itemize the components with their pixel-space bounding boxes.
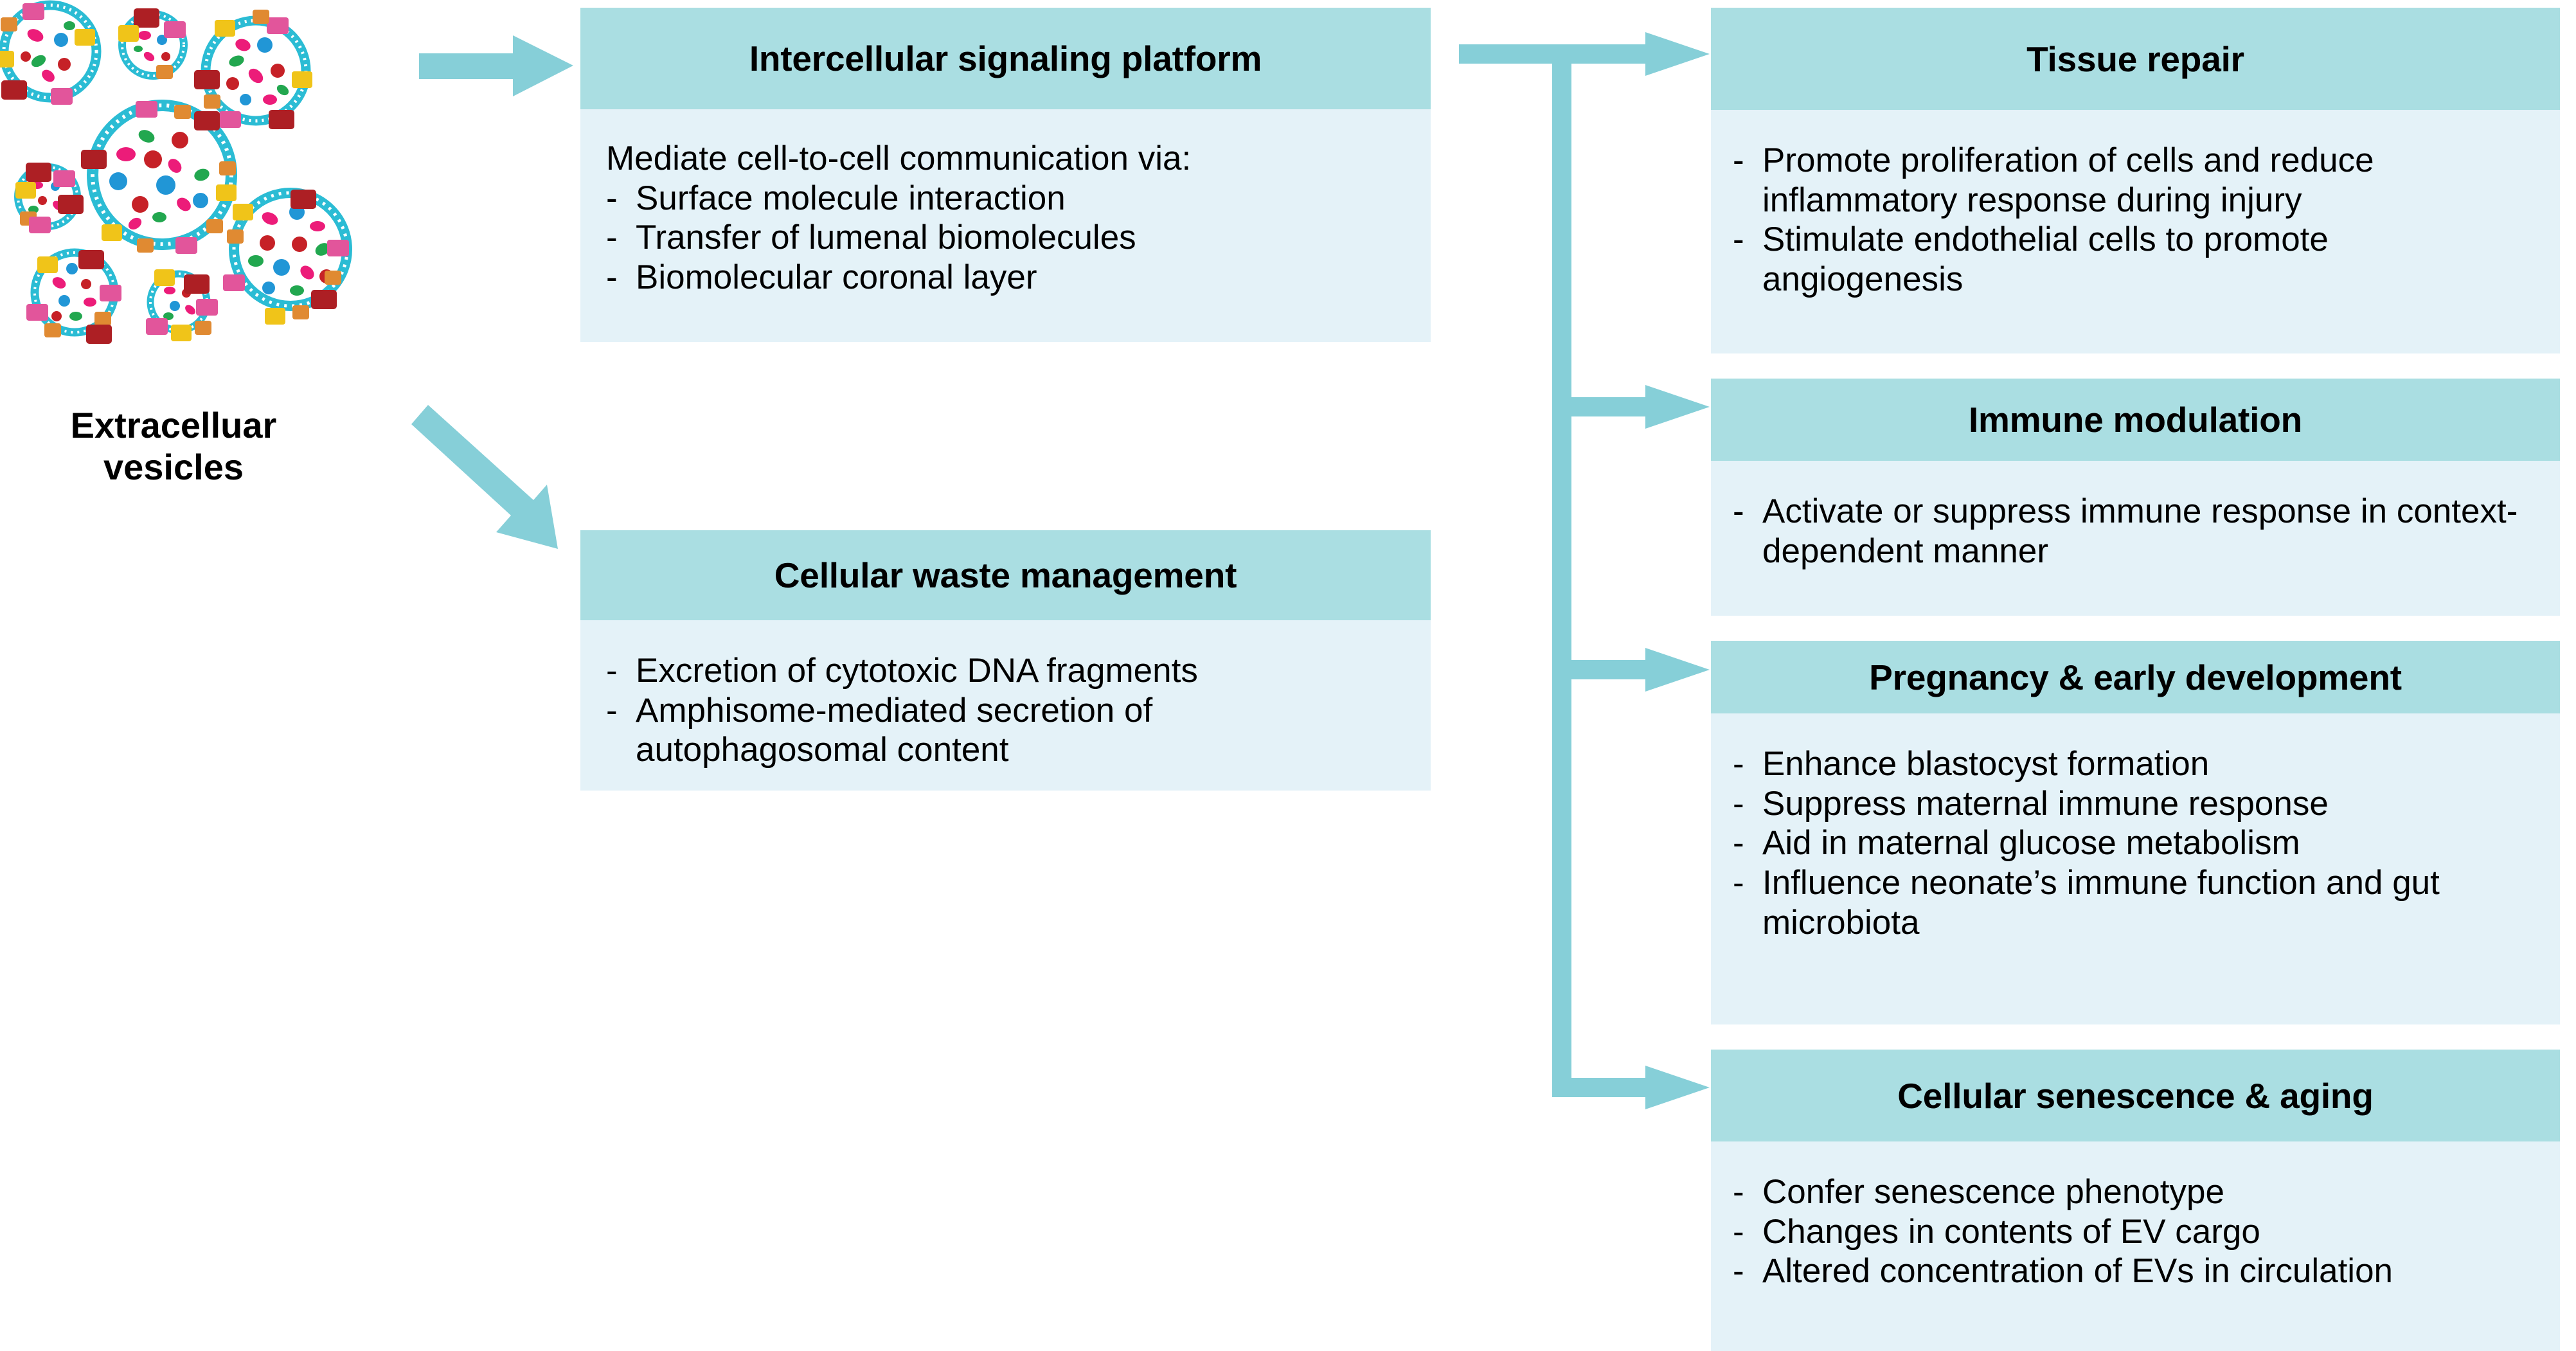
arrow-source-to-waste (411, 405, 558, 549)
list-item-text: Amphisome-mediated secretion of autophag… (636, 691, 1153, 769)
list-item-text: Excretion of cytotoxic DNA fragments (636, 652, 1198, 690)
list-item: -Aid in maternal glucose metabolism (1733, 823, 2538, 863)
list-item-text: Promote proliferation of cells and reduc… (1762, 141, 2374, 219)
bullet-marker: - (1733, 492, 1744, 530)
bullet-list-immune-modulation: -Activate or suppress immune response in… (1733, 492, 2538, 571)
bullet-list-pregnancy-early-development: -Enhance blastocyst formation -Suppress … (1733, 744, 2538, 943)
list-item-text: Biomolecular coronal layer (636, 258, 1037, 297)
list-item: -Surface molecule interaction (606, 179, 1405, 219)
list-item-text: Aid in maternal glucose metabolism (1762, 824, 2300, 863)
bullet-marker: - (1733, 1212, 1744, 1251)
list-item-text: Enhance blastocyst formation (1762, 745, 2210, 783)
card-body-intercellular-signaling: Mediate cell-to-cell communication via: … (580, 109, 1431, 342)
card-cellular-senescence-aging: Cellular senescence & aging -Confer sene… (1711, 1050, 2560, 1351)
list-item-text: Transfer of lumenal biomolecules (636, 219, 1136, 257)
branching-connector (1459, 32, 1710, 1109)
card-body-cellular-senescence-aging: -Confer senescence phenotype -Changes in… (1711, 1141, 2560, 1351)
arrow-signaling-to-tissue-repair (1568, 32, 1710, 76)
card-title-pregnancy-early-development: Pregnancy & early development (1711, 641, 2560, 713)
bullet-marker: - (1733, 1173, 1744, 1211)
list-item-text: Confer senescence phenotype (1762, 1173, 2224, 1211)
card-title-intercellular-signaling: Intercellular signaling platform (580, 8, 1431, 109)
card-body-immune-modulation: -Activate or suppress immune response in… (1711, 461, 2560, 616)
bullet-marker: - (1733, 824, 1744, 863)
card-lead-intercellular-signaling: Mediate cell-to-cell communication via: (606, 139, 1192, 177)
list-item: -Confer senescence phenotype (1733, 1172, 2538, 1212)
source-label: Extracelluar vesicles (39, 405, 309, 488)
arrow-trunk-to-immune-modulation (1568, 385, 1710, 429)
card-pregnancy-early-development: Pregnancy & early development -Enhance b… (1711, 641, 2560, 1024)
arrow-trunk-to-senescence (1568, 1066, 1710, 1109)
card-title-cellular-waste-management: Cellular waste management (580, 530, 1431, 620)
card-immune-modulation: Immune modulation -Activate or suppress … (1711, 379, 2560, 616)
list-item: -Stimulate endothelial cells to promote … (1733, 220, 2538, 299)
list-item: -Suppress maternal immune response (1733, 784, 2538, 824)
bullet-marker: - (1733, 784, 1744, 823)
arrow-trunk-to-pregnancy (1568, 648, 1710, 692)
bullet-marker: - (606, 652, 618, 690)
list-item: -Activate or suppress immune response in… (1733, 492, 2538, 571)
list-item-text: Changes in contents of EV cargo (1762, 1212, 2260, 1251)
card-body-pregnancy-early-development: -Enhance blastocyst formation -Suppress … (1711, 713, 2560, 1024)
source-label-line-1: Extracelluar (70, 405, 277, 445)
bullet-marker: - (606, 179, 618, 217)
list-item: -Changes in contents of EV cargo (1733, 1212, 2538, 1252)
list-item: -Transfer of lumenal biomolecules (606, 218, 1405, 258)
bullet-marker: - (606, 219, 618, 257)
list-item: -Enhance blastocyst formation (1733, 744, 2538, 784)
card-title-immune-modulation: Immune modulation (1711, 379, 2560, 461)
list-item: -Biomolecular coronal layer (606, 258, 1405, 298)
card-intercellular-signaling: Intercellular signaling platform Mediate… (580, 8, 1431, 342)
bullet-marker: - (1733, 141, 1744, 179)
bullet-list-intercellular-signaling: -Surface molecule interaction -Transfer … (606, 179, 1405, 298)
list-item-text: Suppress maternal immune response (1762, 784, 2329, 823)
bullet-list-cellular-senescence-aging: -Confer senescence phenotype -Changes in… (1733, 1172, 2538, 1291)
list-item-text: Surface molecule interaction (636, 179, 1066, 217)
bullet-marker: - (1733, 1252, 1744, 1291)
list-item: -Excretion of cytotoxic DNA fragments (606, 651, 1405, 691)
arrow-source-to-signaling (419, 35, 573, 96)
bullet-marker: - (606, 691, 618, 729)
extracellular-vesicles-cluster-icon (0, 0, 352, 344)
list-item: -Altered concentration of EVs in circula… (1733, 1251, 2538, 1291)
bullet-marker: - (1733, 745, 1744, 783)
list-item: -Amphisome-mediated secretion of autopha… (606, 691, 1405, 770)
card-tissue-repair: Tissue repair -Promote proliferation of … (1711, 8, 2560, 353)
list-item-text: Activate or suppress immune response in … (1762, 492, 2518, 570)
bullet-marker: - (1733, 864, 1744, 902)
card-title-cellular-senescence-aging: Cellular senescence & aging (1711, 1050, 2560, 1141)
source-label-line-2: vesicles (103, 446, 244, 487)
bullet-marker: - (606, 258, 618, 297)
list-item-text: Stimulate endothelial cells to promote a… (1762, 220, 2329, 299)
list-item-text: Influence neonate’s immune function and … (1762, 864, 2440, 942)
list-item-text: Altered concentration of EVs in circulat… (1762, 1252, 2393, 1291)
card-body-cellular-waste-management: -Excretion of cytotoxic DNA fragments -A… (580, 620, 1431, 791)
card-cellular-waste-management: Cellular waste management -Excretion of … (580, 530, 1431, 791)
list-item: -Promote proliferation of cells and redu… (1733, 141, 2538, 220)
bullet-list-cellular-waste-management: -Excretion of cytotoxic DNA fragments -A… (606, 651, 1405, 770)
card-body-tissue-repair: -Promote proliferation of cells and redu… (1711, 110, 2560, 353)
card-title-tissue-repair: Tissue repair (1711, 8, 2560, 110)
bullet-marker: - (1733, 220, 1744, 259)
list-item: -Influence neonate’s immune function and… (1733, 863, 2538, 942)
bullet-list-tissue-repair: -Promote proliferation of cells and redu… (1733, 141, 2538, 300)
